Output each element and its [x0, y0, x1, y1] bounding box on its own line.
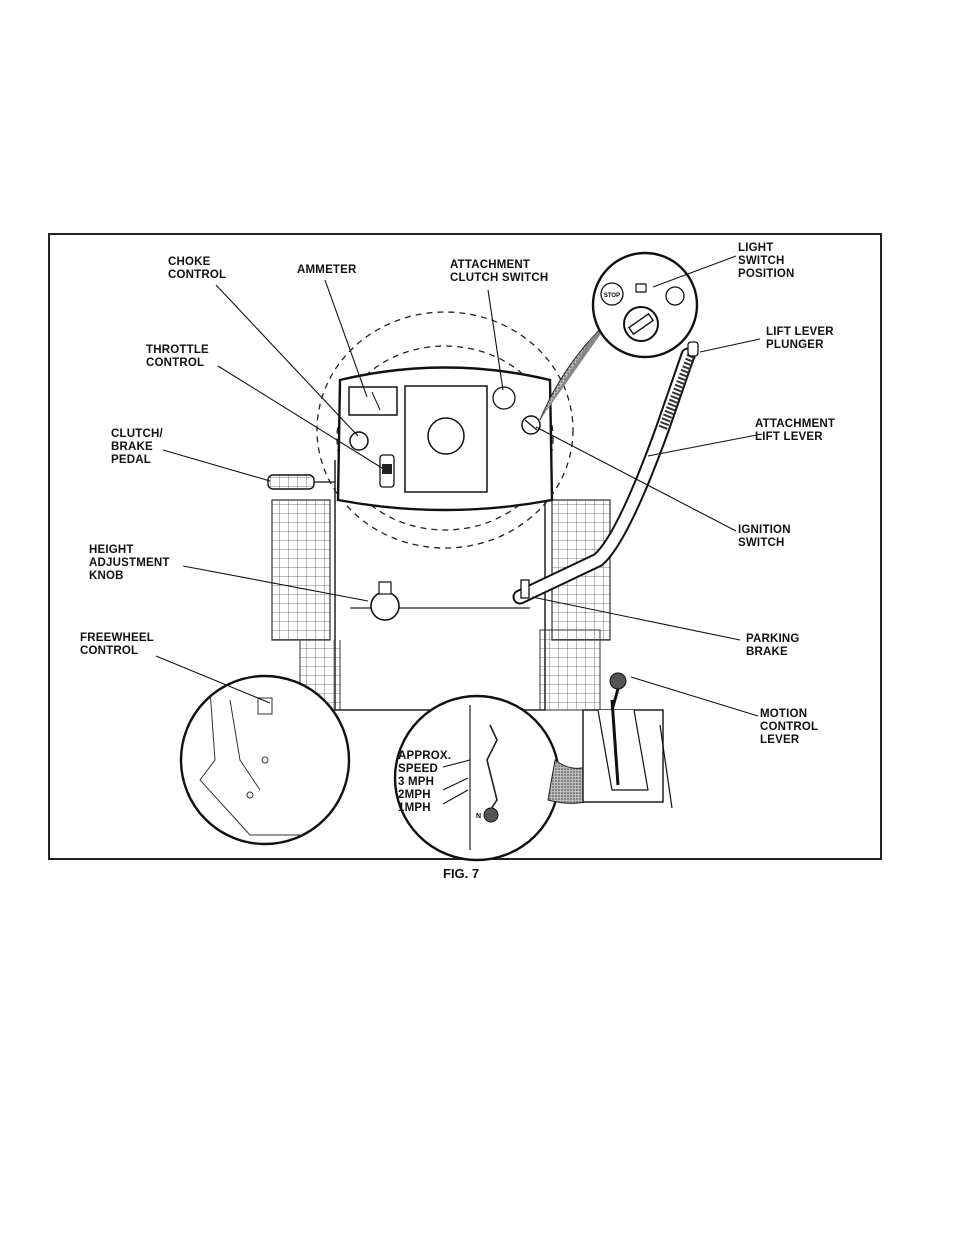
choke-knob — [350, 432, 368, 450]
engine-icon — [666, 287, 684, 305]
lift-lever-plunger — [688, 342, 698, 356]
label-light-switch-position: LIGHT SWITCH POSITION — [738, 242, 795, 281]
label-freewheel-control: FREEWHEEL CONTROL — [80, 632, 154, 658]
label-approx-speed: APPROX. SPEED 3 MPH 2MPH 1MPH — [398, 750, 451, 815]
parking-brake-lever — [521, 580, 529, 598]
label-ignition-switch: IGNITION SWITCH — [738, 524, 791, 550]
label-height-adjustment-knob: HEIGHT ADJUSTMENT KNOB — [89, 544, 170, 583]
stop-icon-text: STOP — [604, 293, 620, 299]
attachment-clutch-switch-knob — [493, 387, 515, 409]
steering-shaft — [428, 418, 464, 454]
label-choke-control: CHOKE CONTROL — [168, 256, 226, 282]
throttle-knob — [382, 464, 392, 474]
right-fender — [540, 500, 610, 710]
label-attachment-clutch-switch: ATTACHMENT CLUTCH SWITCH — [450, 259, 548, 285]
clutch-brake-pedal — [268, 475, 314, 489]
label-parking-brake: PARKING BRAKE — [746, 633, 800, 659]
ammeter-gauge — [349, 387, 397, 415]
label-lift-lever-plunger: LIFT LEVER PLUNGER — [766, 326, 834, 352]
label-ammeter: AMMETER — [297, 264, 357, 277]
label-clutch-brake-pedal: CLUTCH/ BRAKE PEDAL — [111, 428, 163, 467]
height-adjustment-knob — [371, 592, 399, 620]
label-throttle-control: THROTTLE CONTROL — [146, 344, 209, 370]
label-motion-control-lever: MOTION CONTROL LEVER — [760, 708, 818, 747]
label-attachment-lift-lever: ATTACHMENT LIFT LEVER — [755, 418, 835, 444]
figure-caption: FIG. 7 — [443, 866, 479, 881]
neutral-mark: N — [476, 813, 481, 820]
motion-lever-knob-inset — [484, 808, 498, 822]
